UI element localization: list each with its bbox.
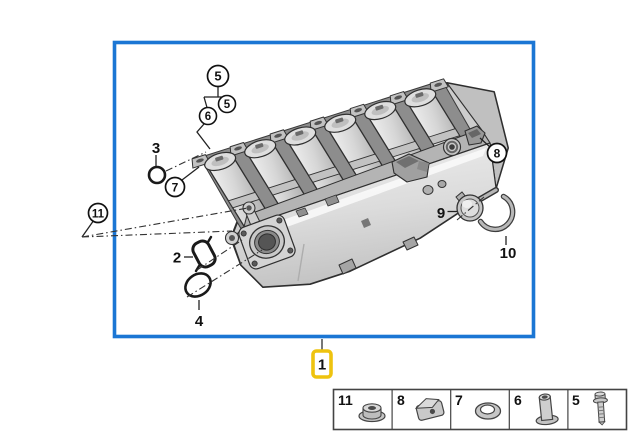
callout-10-label[interactable]: 10 — [500, 245, 517, 262]
callout-circle[interactable] — [164, 176, 186, 198]
callout-circle[interactable] — [198, 106, 218, 126]
rail-stud-slots — [196, 82, 443, 163]
legend-cell-number[interactable]: 7 — [455, 392, 463, 408]
runner-bank — [191, 78, 490, 240]
sleeve-bushing-icon — [535, 393, 559, 426]
hex-bolt-icon — [592, 391, 608, 426]
dash-dot-lines — [81, 151, 485, 298]
callout-label[interactable]: 1 — [318, 357, 326, 374]
legend-cell-number[interactable]: 6 — [514, 392, 522, 408]
callout-6[interactable]: 6 — [198, 106, 218, 126]
legend-cell-number[interactable]: 11 — [338, 392, 353, 408]
callout-label[interactable]: 11 — [92, 209, 105, 221]
mount-bracket-large — [391, 153, 430, 183]
callout-11[interactable]: 11 — [87, 202, 109, 224]
gasket-part-2 — [191, 235, 217, 273]
speed-clip-icon — [414, 398, 445, 421]
retaining-clip-part-10 — [477, 193, 516, 233]
callout-3-label[interactable]: 3 — [152, 140, 160, 157]
callout-circle[interactable] — [217, 94, 237, 114]
throttle-flange — [224, 201, 296, 270]
legend-dividers — [391, 389, 569, 430]
legend-cell-7[interactable]: 7 — [451, 390, 510, 430]
o-ring-part-4 — [184, 272, 212, 298]
callout-7[interactable]: 7 — [164, 176, 186, 198]
mount-bracket-small — [464, 125, 486, 146]
leader-lines — [81, 86, 507, 351]
ridge-nubs — [295, 194, 340, 218]
callout-4-label[interactable]: 4 — [195, 313, 204, 330]
flange-nut-icon — [358, 403, 386, 423]
o-ring-part-3 — [147, 165, 167, 185]
callout-9-label[interactable]: 9 — [437, 205, 445, 222]
legend-table: 11 8 7 — [332, 388, 628, 431]
callout-circle[interactable] — [87, 202, 109, 224]
legend-cell-8[interactable]: 8 — [392, 390, 451, 430]
callout-5b[interactable]: 5 — [217, 94, 237, 114]
legend-cell-11[interactable]: 11 — [334, 390, 393, 430]
callout-label[interactable]: 6 — [205, 111, 211, 123]
intake-manifold-drawing — [191, 78, 509, 288]
callout-label[interactable]: 8 — [494, 147, 501, 161]
callout-label[interactable]: 7 — [172, 181, 179, 195]
callout-5a[interactable]: 5 — [206, 64, 230, 88]
callout-8[interactable]: 8 — [486, 142, 508, 164]
vacuum-actuator-part-9 — [455, 187, 499, 222]
legend-cell-5[interactable]: 5 — [568, 390, 627, 430]
callout-1-highlighted[interactable]: 1 — [311, 349, 333, 379]
callout-2-label[interactable]: 2 — [173, 250, 181, 267]
plenum-front-face — [231, 142, 497, 288]
diagram-frame — [112, 40, 536, 339]
washer-icon — [474, 402, 502, 420]
callout-label[interactable]: 5 — [224, 99, 231, 111]
callout-label[interactable]: 5 — [214, 69, 221, 84]
callout-circle[interactable] — [486, 142, 508, 164]
legend-cell-number[interactable]: 5 — [572, 392, 580, 408]
legend-cell-6[interactable]: 6 — [509, 390, 568, 430]
face-crease — [297, 243, 305, 282]
bottom-bosses — [338, 180, 447, 275]
legend-cell-number[interactable]: 8 — [397, 392, 405, 408]
vacuum-port — [442, 137, 462, 157]
callout-circle[interactable] — [206, 64, 230, 88]
highlight-box[interactable] — [311, 349, 333, 379]
